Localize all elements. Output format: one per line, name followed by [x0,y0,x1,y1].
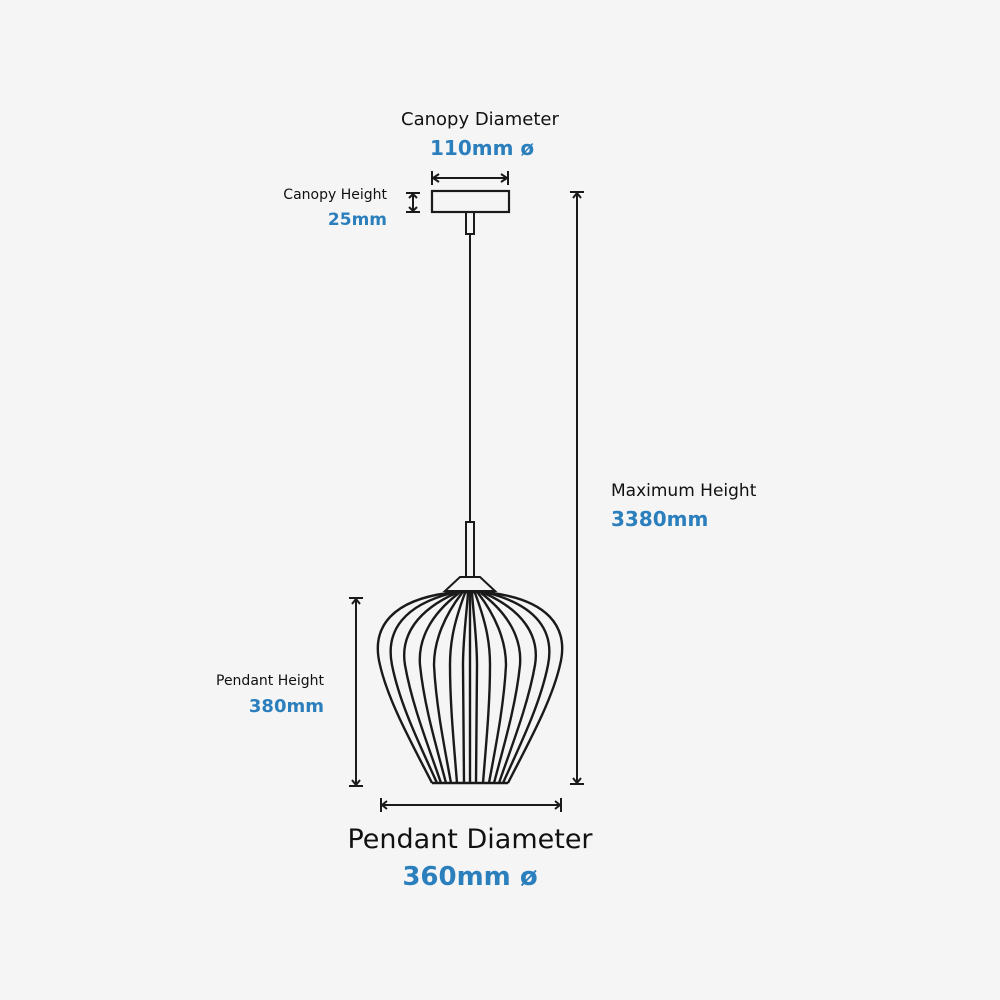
pendant-height-label: Pendant Height [216,673,324,689]
pendant-diameter-value: 360mm ø [402,862,538,892]
canopy-diameter-label: Canopy Diameter [401,109,559,130]
pendant-diameter-dimension [380,798,562,812]
pendant-shade [376,591,564,785]
canopy [430,189,511,214]
canopy-height-value: 25mm [327,210,387,230]
canopy-height-dimension [406,192,420,213]
canopy-diameter-dimension [431,171,509,185]
maximum-height-dimension [570,191,584,785]
maximum-height-value: 3380mm [611,507,709,531]
pendant-height-value: 380mm [248,696,324,717]
shade-cap [442,576,498,592]
cord-grip [465,211,475,235]
pendant-height-dimension [349,597,363,787]
lamp-holder [465,521,475,578]
canopy-diameter-value: 110mm ø [430,136,535,160]
pendant-diameter-label: Pendant Diameter [347,824,593,855]
maximum-height-label: Maximum Height [611,481,757,501]
canopy-height-label: Canopy Height [283,187,387,203]
